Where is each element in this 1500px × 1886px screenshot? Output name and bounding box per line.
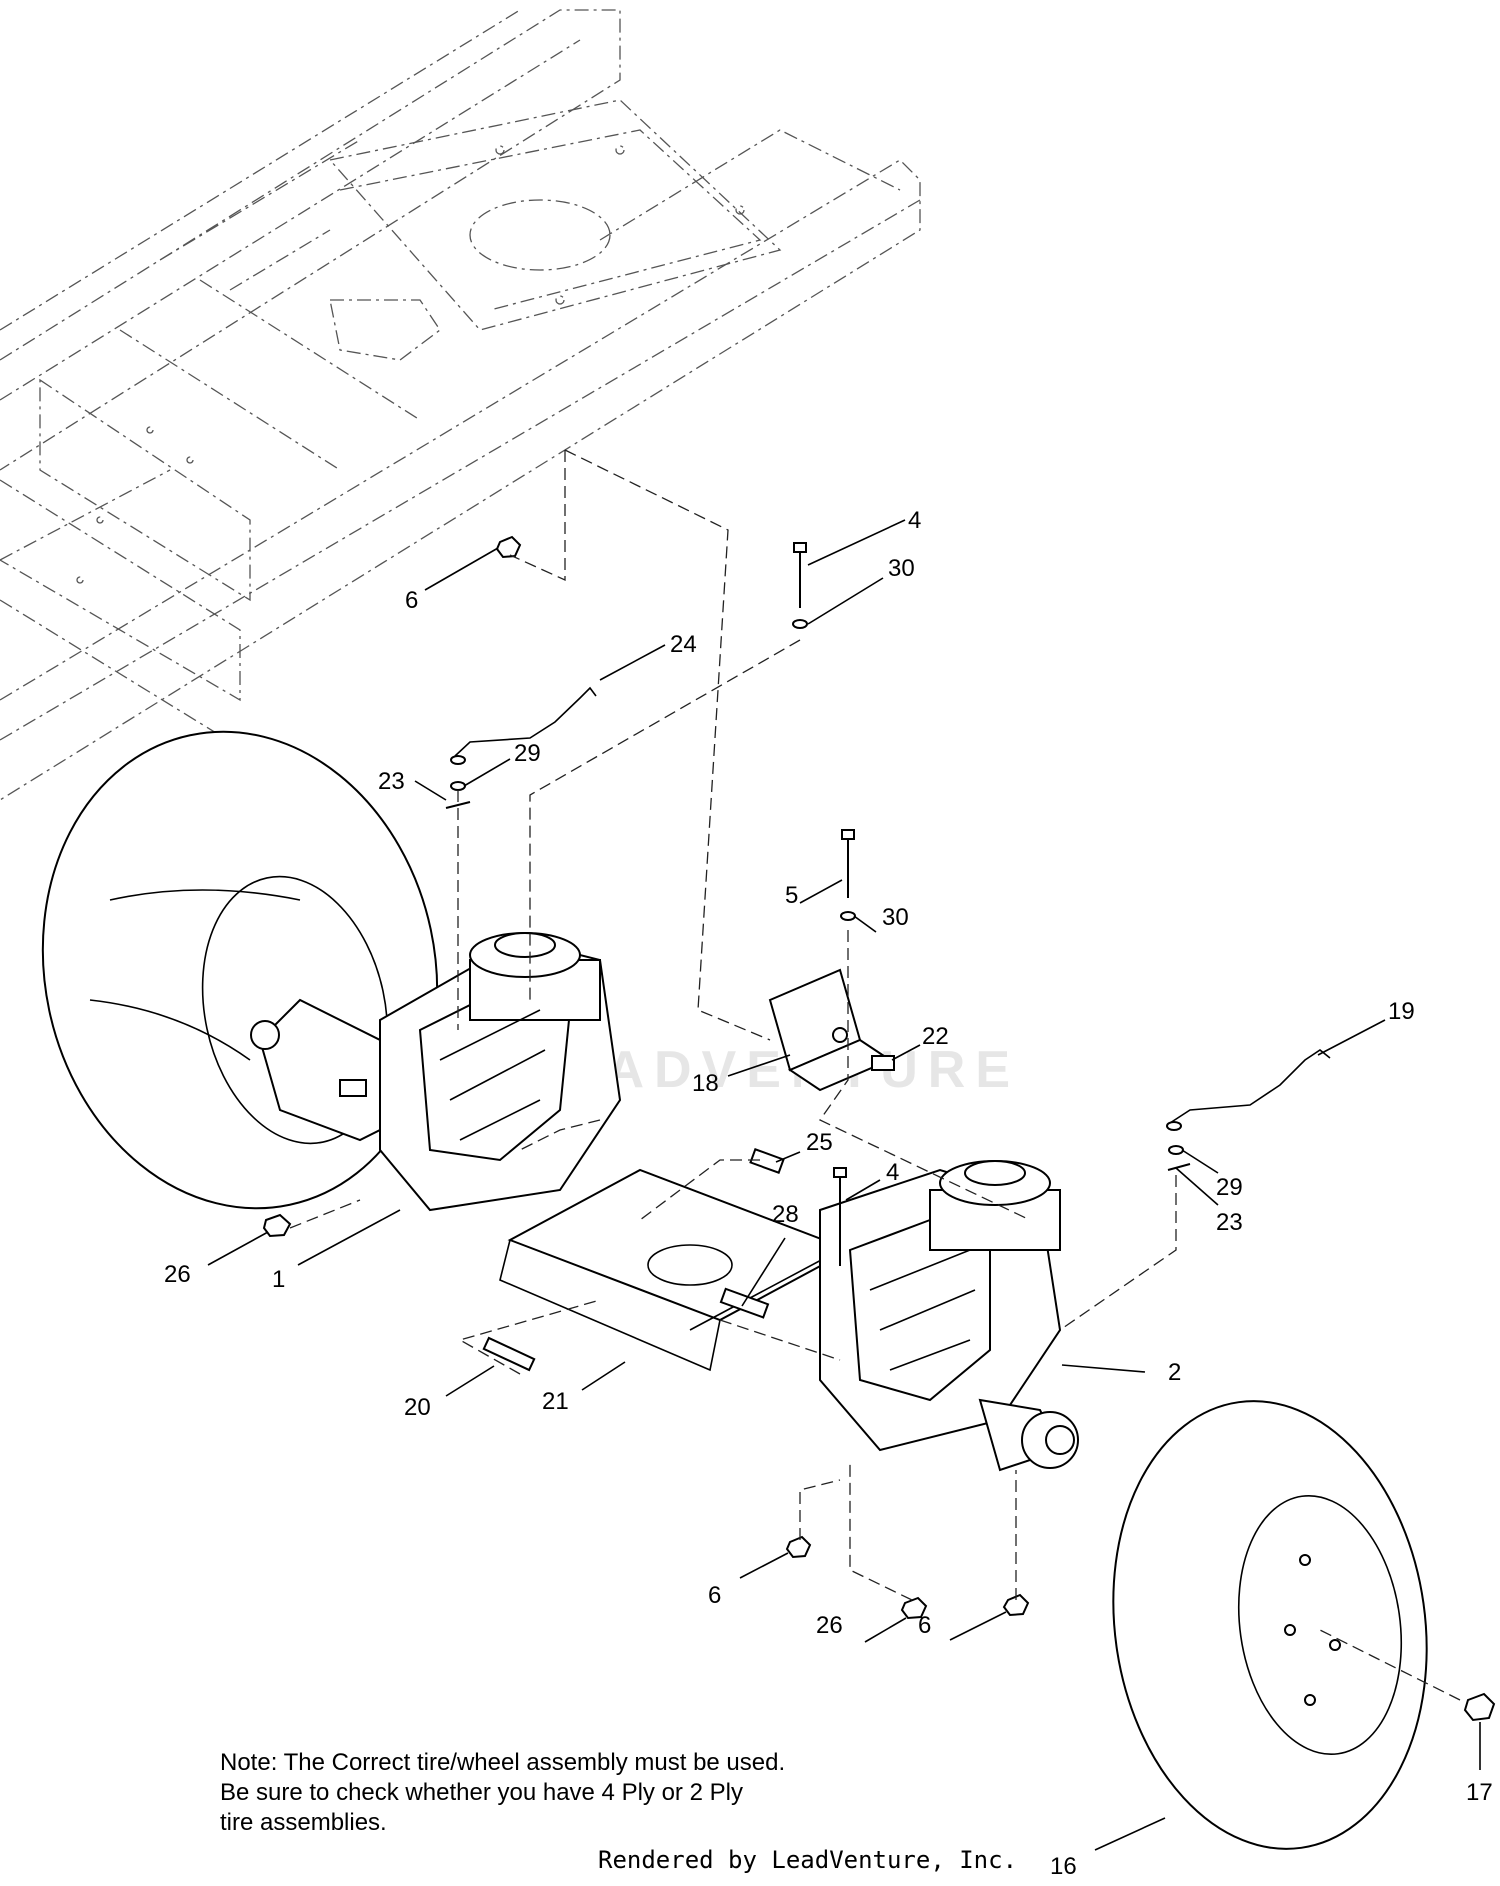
callout-19: 19 bbox=[1388, 998, 1415, 1025]
callout-4-lower: 4 bbox=[886, 1159, 899, 1186]
callout-26-lower: 26 bbox=[816, 1612, 843, 1639]
callout-17: 17 bbox=[1466, 1779, 1493, 1806]
callouts: 4 30 6 24 29 23 5 30 22 18 19 25 29 23 4… bbox=[164, 507, 1493, 1880]
callout-29-left: 29 bbox=[514, 740, 541, 767]
callout-30-upper: 30 bbox=[888, 555, 915, 582]
right-transaxle bbox=[819, 1160, 1079, 1472]
callout-25: 25 bbox=[806, 1129, 833, 1156]
callout-2: 2 bbox=[1168, 1359, 1181, 1386]
callout-5: 5 bbox=[785, 882, 798, 909]
callout-23-left: 23 bbox=[378, 768, 405, 795]
leader-lines bbox=[207, 519, 1481, 1851]
callout-18: 18 bbox=[692, 1070, 719, 1097]
mount-bracket bbox=[768, 968, 893, 1092]
note-line-3: tire assemblies. bbox=[220, 1809, 387, 1836]
callout-6-lower-right: 6 bbox=[918, 1612, 931, 1639]
callout-24: 24 bbox=[670, 631, 697, 658]
render-credit: Rendered by LeadVenture, Inc. bbox=[598, 1846, 1018, 1874]
callout-29-right: 29 bbox=[1216, 1174, 1243, 1201]
note-line-1: Note: The Correct tire/wheel assembly mu… bbox=[220, 1749, 786, 1776]
tire-note: Note: The Correct tire/wheel assembly mu… bbox=[220, 1748, 920, 1838]
callout-22: 22 bbox=[922, 1023, 949, 1050]
callout-26-left: 26 bbox=[164, 1261, 191, 1288]
callout-1: 1 bbox=[272, 1266, 285, 1293]
callout-28: 28 bbox=[772, 1201, 799, 1228]
callout-16: 16 bbox=[1050, 1853, 1077, 1880]
callout-6-upper: 6 bbox=[405, 587, 418, 614]
callout-30-lower: 30 bbox=[882, 904, 909, 931]
callout-20: 20 bbox=[404, 1394, 431, 1421]
skid-plate bbox=[499, 1168, 853, 1372]
callout-6-lower-left: 6 bbox=[708, 1582, 721, 1609]
assembly-lines bbox=[289, 449, 1461, 1701]
callout-4-upper: 4 bbox=[908, 507, 921, 534]
note-line-2: Be sure to check whether you have 4 Ply … bbox=[220, 1779, 743, 1806]
frame-phantom bbox=[0, 9, 921, 801]
callout-21: 21 bbox=[542, 1388, 569, 1415]
right-tire-wheel bbox=[1112, 1400, 1428, 1850]
callout-23-right: 23 bbox=[1216, 1209, 1243, 1236]
